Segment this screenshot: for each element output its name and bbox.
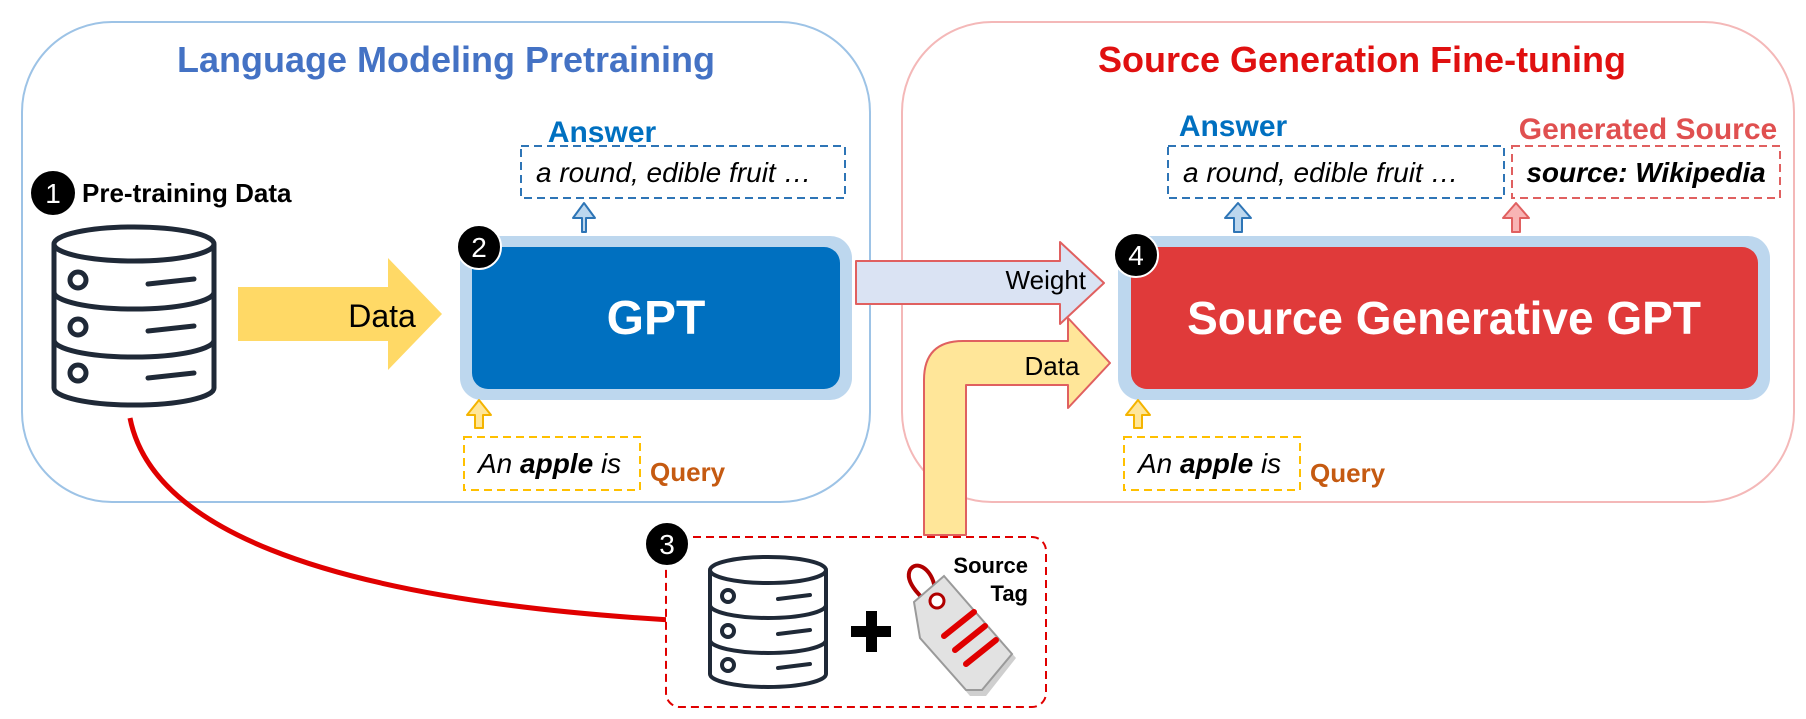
gpt-label: GPT [607, 292, 706, 345]
generated-source-box [1511, 145, 1781, 199]
right-query-label: Query [1310, 458, 1386, 488]
right-answer-text: a round, edible fruit … [1183, 157, 1459, 188]
plus-icon [851, 611, 891, 652]
pretraining-title: Language Modeling Pretraining [177, 39, 715, 80]
left-query-text: An apple is [476, 448, 621, 479]
right-query-box [1123, 436, 1301, 491]
step-1-badge [31, 171, 75, 215]
weight-arrow [855, 241, 1105, 325]
finetuning-title: Source Generation Fine-tuning [1098, 39, 1626, 80]
step-2-badge [456, 224, 502, 270]
right-query-text: An apple is [1136, 448, 1281, 479]
left-answer-text: a round, edible fruit … [536, 157, 812, 188]
left-query-label: Query [650, 457, 726, 487]
step-2-number: 2 [471, 232, 487, 263]
weight-arrow-label: Weight [1006, 265, 1087, 295]
left-query-box [463, 436, 641, 491]
step-3-badge [644, 521, 690, 567]
gpt-block [472, 247, 840, 389]
data-arrow-right-label: Data [1025, 351, 1080, 381]
source-gpt-label: Source Generative GPT [1187, 292, 1701, 344]
generated-source-label: Generated Source [1519, 113, 1777, 146]
data-arrow-right [923, 317, 1111, 536]
data-flow-curve [127, 417, 692, 628]
step-1-number: 1 [45, 178, 61, 209]
data-arrow-left-label: Data [348, 298, 416, 334]
right-answer-up-arrow [1224, 202, 1252, 233]
step-4-number: 4 [1128, 240, 1144, 271]
small-database-icon [708, 555, 828, 689]
left-answer-label: Answer [548, 116, 657, 149]
pretraining-data-label: Pre-training Data [82, 178, 292, 208]
right-query-up-arrow [1125, 399, 1151, 429]
step-4-badge [1113, 232, 1159, 278]
generated-source-up-arrow [1502, 202, 1530, 233]
source-gpt-block [1131, 247, 1758, 389]
tag-icon [906, 563, 1016, 696]
data-arrow-left [238, 258, 442, 370]
generated-source-text: source: Wikipedia [1526, 157, 1765, 188]
database-icon [51, 224, 217, 408]
left-answer-up-arrow [572, 202, 596, 233]
right-answer-label: Answer [1179, 110, 1288, 143]
left-answer-box [520, 145, 846, 199]
left-query-up-arrow [466, 399, 492, 429]
step-3-number: 3 [659, 529, 675, 560]
